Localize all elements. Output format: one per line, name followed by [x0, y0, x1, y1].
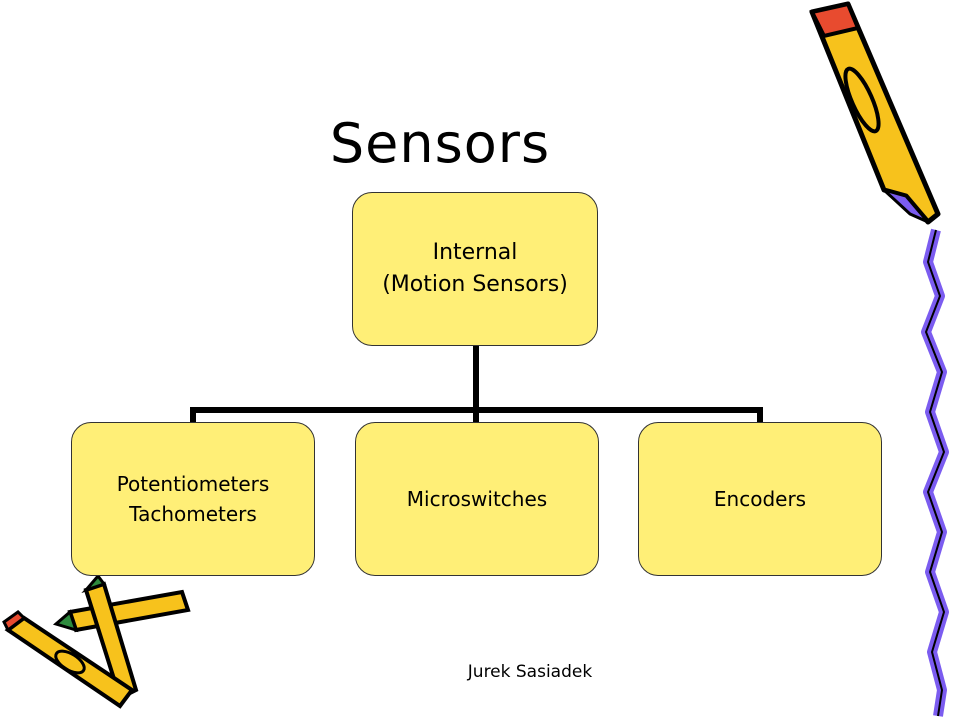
child-node-encoders: Encoders [638, 422, 882, 576]
page-title: Sensors [329, 112, 551, 175]
child-node-potentiometers: Potentiometers Tachometers [71, 422, 315, 576]
child-node-line1: Microswitches [406, 487, 548, 511]
root-node-line2: (Motion Sensors) [382, 272, 568, 297]
pencils-group-icon [2, 573, 191, 709]
child-node-line1: Encoders [713, 487, 807, 511]
root-node-internal: Internal (Motion Sensors) [352, 192, 598, 346]
child-node-microswitches: Microswitches [355, 422, 599, 576]
root-node-line1: Internal [432, 240, 518, 265]
child-node-line2: Tachometers [129, 502, 257, 526]
child-node-line1: Potentiometers [116, 472, 270, 496]
pencil-icon [809, 1, 941, 225]
footer-author: Jurek Sasiadek [467, 662, 593, 682]
